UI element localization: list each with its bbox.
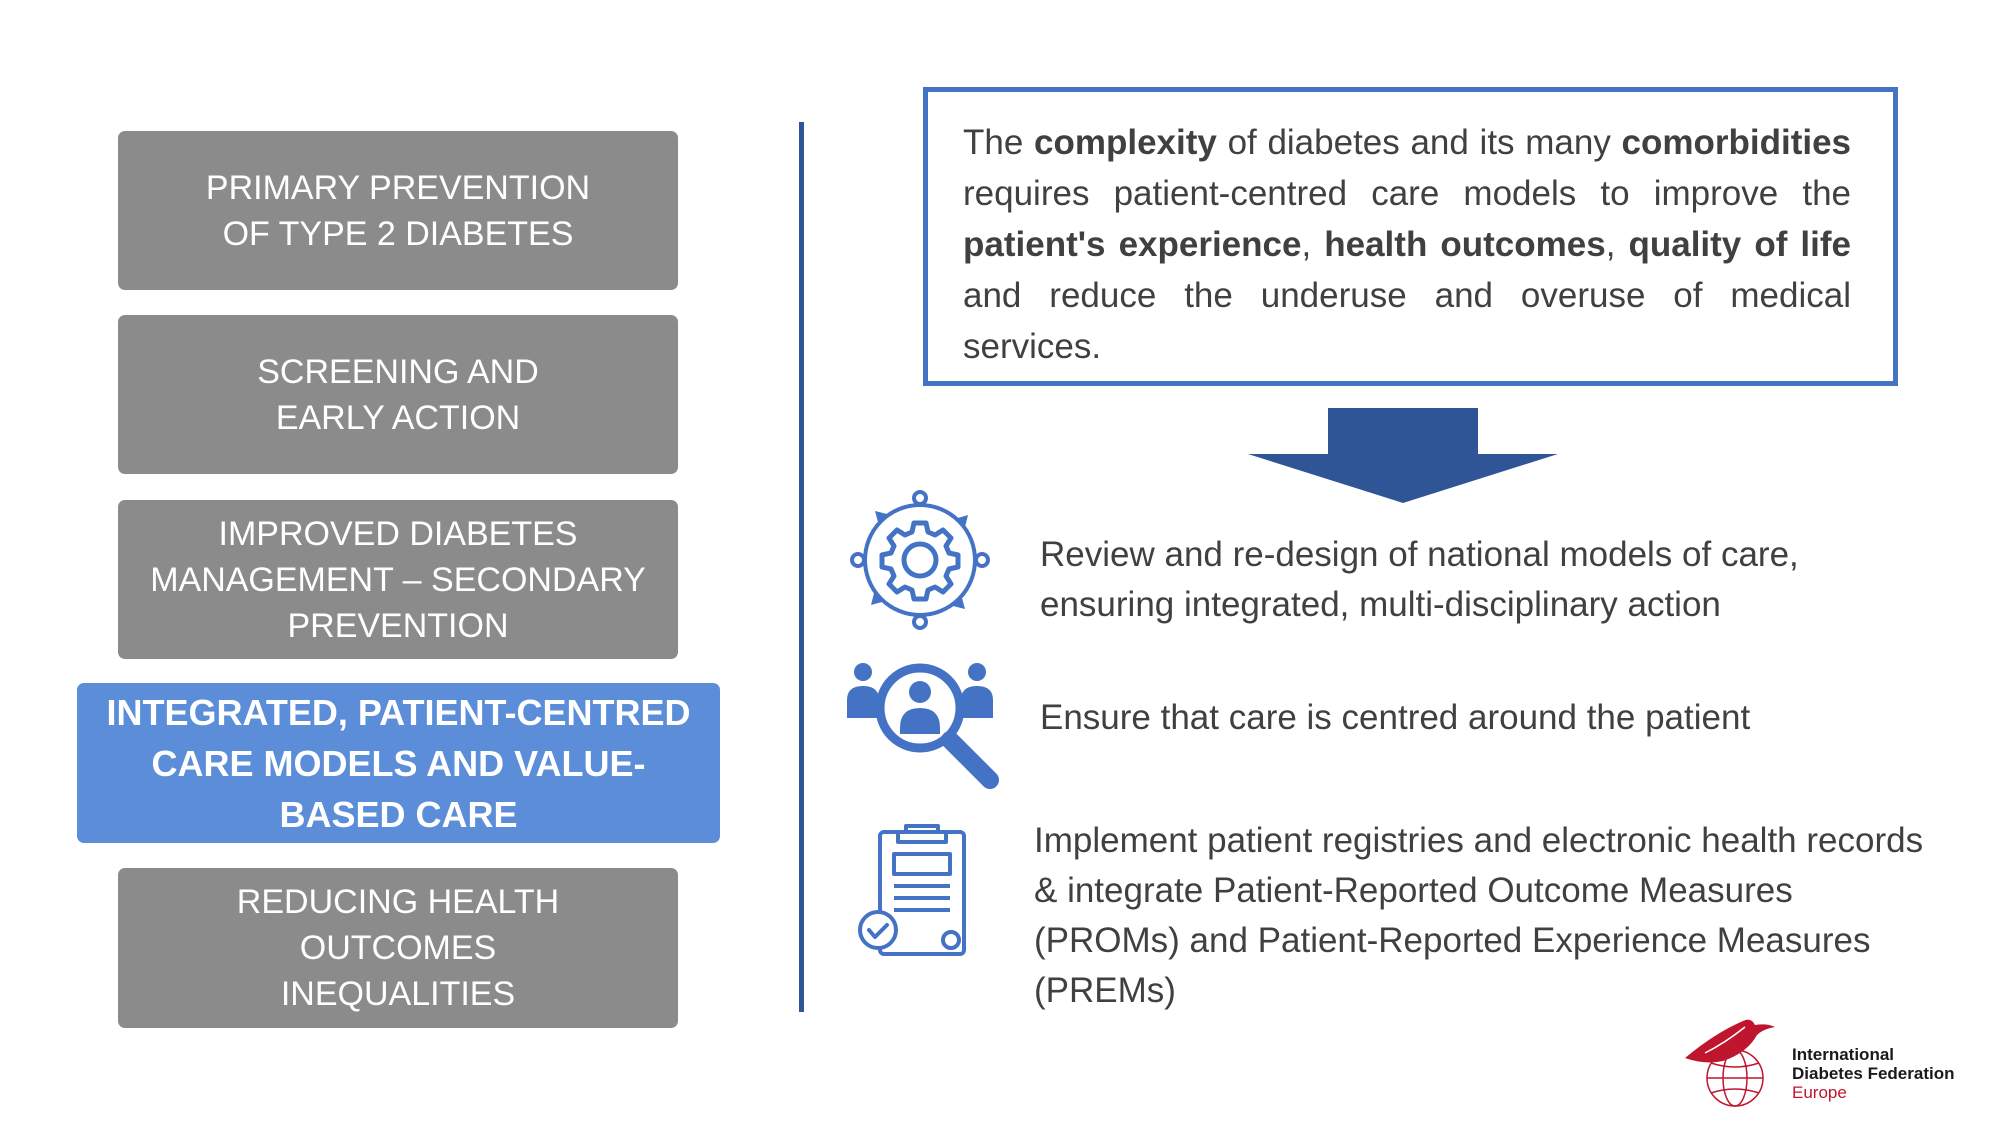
- pillar-primary-prevention: PRIMARY PREVENTION OF TYPE 2 DIABETES: [118, 131, 678, 290]
- intro-text: of diabetes and its many: [1216, 123, 1622, 162]
- intro-text: The: [963, 123, 1035, 162]
- intro-bold: quality of life: [1628, 225, 1851, 264]
- pillar-label: IMPROVED DIABETES MANAGEMENT – SECONDARY…: [150, 514, 646, 645]
- pillar-reducing-inequalities: REDUCING HEALTH OUTCOMES INEQUALITIES: [118, 868, 678, 1028]
- intro-text: ,: [1301, 225, 1325, 264]
- intro-bold: health outcomes: [1324, 225, 1606, 264]
- pillar-label: REDUCING HEALTH OUTCOMES INEQUALITIES: [236, 883, 560, 1013]
- logo-line: Diabetes Federation: [1792, 1064, 1955, 1083]
- pillar-integrated-care: INTEGRATED, PATIENT-CENTRED CARE MODELS …: [77, 683, 720, 843]
- down-arrow-icon: [1248, 408, 1558, 503]
- intro-bold: complexity: [1034, 123, 1217, 162]
- patient-search-icon: [847, 663, 999, 789]
- action-patient-centred: Ensure that care is centred around the p…: [1040, 693, 1920, 743]
- logo-line: International: [1792, 1045, 1895, 1064]
- intro-text: requires patient-centred care models to …: [963, 174, 1851, 213]
- intro-bold: comorbidities: [1621, 123, 1852, 162]
- action-text: Review and re-design of national models …: [1040, 535, 1799, 624]
- intro-text: ,: [1605, 225, 1629, 264]
- pillar-label: INTEGRATED, PATIENT-CENTRED CARE MODELS …: [106, 691, 691, 835]
- action-redesign-models: Review and re-design of national models …: [1040, 530, 1920, 630]
- action-text: Ensure that care is centred around the p…: [1040, 698, 1751, 737]
- idf-europe-logo-icon: [1685, 1019, 1775, 1107]
- intro-text: and reduce the underuse and overuse of m…: [963, 276, 1851, 366]
- pillar-label: PRIMARY PREVENTION OF TYPE 2 DIABETES: [205, 168, 591, 253]
- pillar-label: SCREENING AND EARLY ACTION: [257, 352, 539, 437]
- action-text: Implement patient registries and electro…: [1034, 821, 1924, 1010]
- idf-europe-logo-text: International Diabetes Federation Europe: [1792, 1045, 1955, 1102]
- clipboard-check-icon: [858, 824, 966, 956]
- pillar-screening: SCREENING AND EARLY ACTION: [118, 315, 678, 474]
- gear-cycle-icon: [850, 490, 990, 630]
- action-patient-registries: Implement patient registries and electro…: [1034, 816, 1934, 1016]
- intro-bold: patient's experience: [963, 225, 1302, 264]
- vertical-divider: [799, 122, 804, 1012]
- intro-text-box: The complexity of diabetes and its many …: [923, 87, 1898, 386]
- pillar-improved-management: IMPROVED DIABETES MANAGEMENT – SECONDARY…: [118, 500, 678, 659]
- logo-line: Europe: [1792, 1083, 1847, 1102]
